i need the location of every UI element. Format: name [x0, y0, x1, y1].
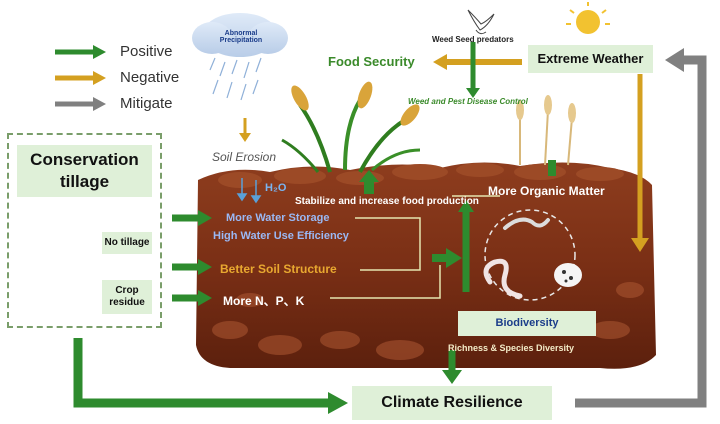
legend-arrows [55, 45, 106, 111]
extreme-weather-down-arrow [631, 74, 649, 252]
npk-label: More N、P、K [223, 294, 305, 308]
vertical-up-arrow [458, 200, 474, 292]
no-tillage-box: No tillage [102, 232, 152, 254]
legend-positive: Positive [120, 43, 173, 60]
soil-erosion-label: Soil Erosion [212, 150, 277, 164]
sun-icon [566, 2, 610, 34]
legend-positive-label: Positive [120, 43, 173, 60]
h2o-label: H₂O [265, 182, 287, 194]
biodiversity-box: Biodiversity [458, 311, 596, 336]
weed-control-down-arrow [466, 42, 480, 98]
water-storage-label: More Water Storage [226, 212, 330, 224]
water-use-label: High Water Use Efficiency [213, 230, 349, 242]
bird-icon [467, 9, 495, 35]
mitigate-loop-arrow [575, 48, 707, 408]
legend-negative-label: Negative [120, 69, 180, 86]
cloud-icon [192, 13, 288, 101]
center-right-arrow [432, 248, 462, 268]
soil-structure-label: Better Soil Structure [220, 262, 337, 276]
extreme-weather-box: Extreme Weather [528, 45, 653, 73]
stabilize-up-arrow [359, 170, 379, 194]
erosion-arrow [239, 118, 251, 142]
food-security-label: Food Security [328, 54, 415, 69]
negative-arrow-food-security [433, 54, 522, 70]
tillage-arrows [172, 210, 212, 306]
organic-matter-up-arrow [548, 160, 556, 176]
bracket-lines [330, 195, 500, 299]
climate-resilience-box: Climate Resilience [352, 386, 552, 420]
crop-residue-box: Crop residue [102, 280, 152, 314]
organic-matter-label: More Organic Matter [488, 184, 605, 198]
stabilize-label: Stabilize and increase food production [295, 196, 479, 207]
legend-mitigate-label: Mitigate [120, 95, 173, 112]
conservation-tillage-panel: Conservation tillage No tillage Crop res… [7, 133, 162, 328]
legend-negative: Negative [120, 69, 179, 86]
weed-pest-control-label: Weed and Pest Disease Control [408, 97, 528, 106]
dry-wheat-icon [516, 95, 576, 166]
legend-mitigate: Mitigate [120, 95, 173, 112]
richness-label: Richness & Species Diversity [448, 343, 575, 353]
biodiversity-down-arrow [442, 350, 462, 384]
tillage-to-resilience-arrow [73, 338, 348, 414]
abnormal-precipitation-label: Abnormal Precipitation [219, 30, 263, 44]
conservation-tillage-title: Conservation tillage [17, 145, 152, 197]
wheat-grass-icon [281, 81, 421, 173]
weed-seed-predators-label: Weed Seed predators [432, 35, 514, 44]
water-drop-arrows [236, 178, 262, 204]
